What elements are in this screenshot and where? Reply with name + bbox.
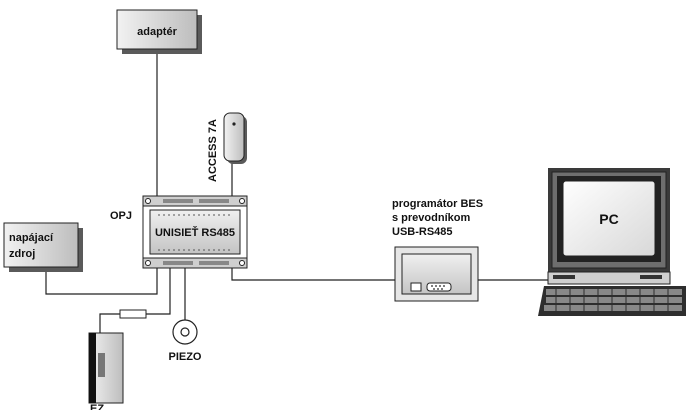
access-reader: ACCESS 7A — [207, 112, 247, 182]
wires — [45, 47, 548, 333]
access-label: ACCESS 7A — [207, 119, 219, 182]
programmer-label-line1: programátor BES — [392, 198, 483, 210]
wire-unisiet-programmer — [231, 268, 395, 281]
pc-label: PC — [599, 211, 618, 227]
wire-power-unisiet — [45, 268, 158, 295]
resistor — [119, 309, 147, 319]
adapter-box: adaptér — [116, 9, 202, 54]
unisiet-label: UNISIEŤ RS485 — [155, 226, 235, 239]
serial-port-icon — [426, 282, 452, 292]
piezo-label: PIEZO — [168, 351, 201, 363]
opj-label: OPJ — [110, 210, 132, 222]
piezo: PIEZO — [168, 319, 202, 363]
power-supply-box: napájací zdroj — [3, 222, 83, 272]
unisiet-module: OPJ UNISIEŤ RS485 — [110, 195, 248, 269]
programmer-bes: programátor BES s prevodníkom USB-RS485 — [392, 198, 483, 302]
programmer-label-line3: USB-RS485 — [392, 226, 453, 238]
wire-ez-left — [99, 313, 120, 333]
wire-ez-right — [146, 268, 171, 315]
pc-computer: PC — [538, 168, 686, 316]
power-label-line1: napájací — [9, 232, 54, 244]
programmer-label-line2: s prevodníkom — [392, 212, 470, 224]
power-label-line2: zdroj — [9, 248, 35, 260]
usb-port-icon — [410, 282, 422, 292]
electric-lock: EZ — [88, 332, 124, 410]
adapter-label: adaptér — [137, 26, 177, 38]
ez-label: EZ — [90, 403, 104, 410]
